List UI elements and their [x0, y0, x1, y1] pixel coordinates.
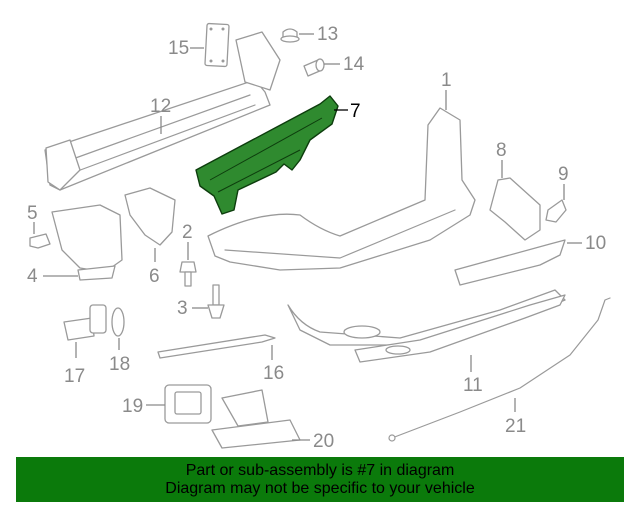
part-1-bumper-cover	[207, 107, 476, 271]
callout-9[interactable]: 9	[558, 164, 569, 185]
callout-3[interactable]: 3	[177, 298, 188, 319]
part-5-clip	[29, 233, 51, 249]
part-8-side-bracket	[489, 177, 541, 241]
part-10-trim	[454, 239, 566, 286]
part-11-trim	[354, 294, 566, 363]
part-12-reinforcement-beam	[44, 31, 281, 191]
callout-10[interactable]: 10	[585, 233, 606, 254]
part-7-bracket	[195, 95, 339, 215]
callout-12[interactable]: 12	[150, 96, 171, 117]
callout-16[interactable]: 16	[263, 363, 284, 384]
callout-20[interactable]: 20	[313, 431, 334, 452]
part-13-plug	[280, 28, 300, 43]
callout-15[interactable]: 15	[168, 38, 189, 59]
callout-19[interactable]: 19	[122, 396, 143, 417]
banner-line-1: Part or sub-assembly is #7 in diagram	[185, 461, 455, 479]
callout-5[interactable]: 5	[27, 203, 38, 224]
part-4-absorber	[51, 204, 123, 281]
callout-21[interactable]: 21	[505, 416, 526, 437]
callout-7[interactable]: 7	[350, 101, 361, 122]
callout-17[interactable]: 17	[64, 366, 85, 387]
banner-line-2: Diagram may not be specific to your vehi…	[165, 479, 475, 497]
callout-13[interactable]: 13	[317, 24, 338, 45]
part-20-cover	[211, 389, 301, 449]
callout-11[interactable]: 11	[463, 375, 483, 396]
callout-4[interactable]: 4	[27, 266, 38, 287]
part-21-cable	[388, 297, 611, 442]
part-14-grommet	[303, 58, 325, 77]
part-6-bracket	[124, 187, 176, 246]
parts-diagram: 15 13 14 12 7 1 8 9	[27, 22, 611, 452]
callout-8[interactable]: 8	[496, 140, 507, 161]
part-3-stud	[207, 284, 225, 319]
callout-1[interactable]: 1	[441, 70, 452, 91]
part-17-sensor	[63, 304, 107, 341]
part-19-radar-unit	[164, 384, 212, 424]
callout-14[interactable]: 14	[343, 54, 365, 75]
part-9-clip	[545, 199, 567, 223]
callout-2[interactable]: 2	[182, 222, 193, 243]
callout-6[interactable]: 6	[149, 266, 160, 287]
info-banner: Part or sub-assembly is #7 in diagram Di…	[16, 457, 624, 502]
part-2-bolt	[179, 261, 197, 287]
callout-18[interactable]: 18	[109, 354, 130, 375]
part-18-ring	[111, 307, 125, 337]
part-16-strip	[157, 334, 276, 359]
part-15-plate	[204, 22, 230, 68]
